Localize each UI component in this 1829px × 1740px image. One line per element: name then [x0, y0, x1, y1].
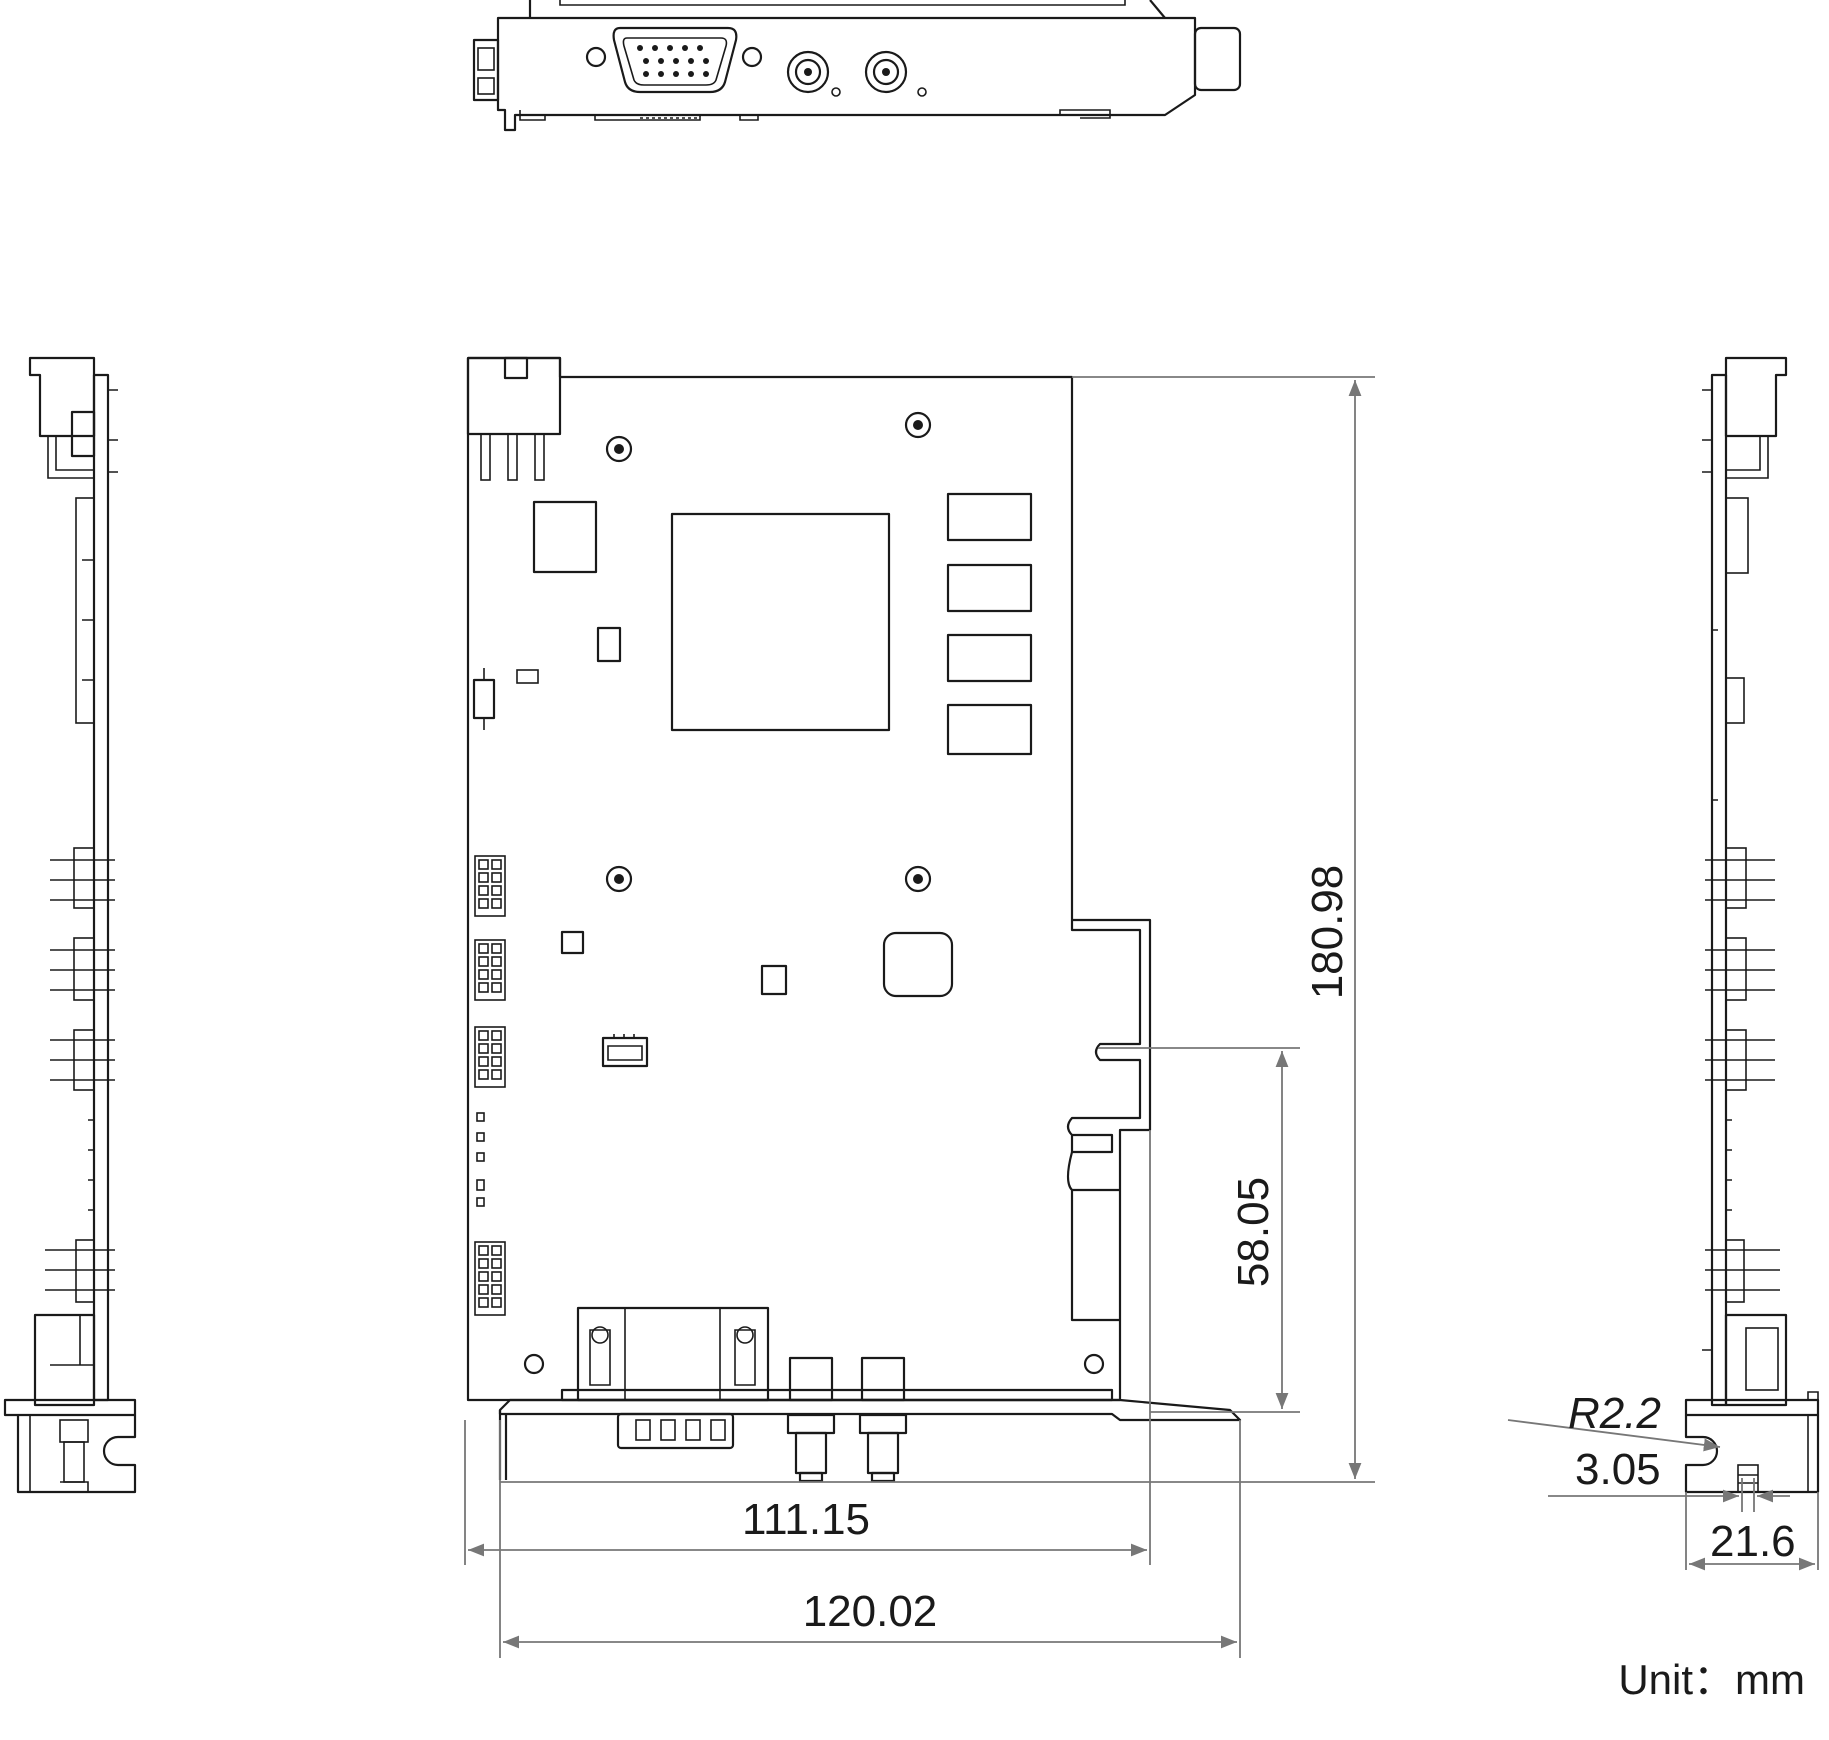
dim-height-total: 180.98: [1303, 865, 1352, 1000]
dim-notch-depth: 3.05: [1575, 1445, 1661, 1494]
dim-notch-radius: R2.2: [1568, 1389, 1661, 1438]
unit-label: Unit：mm: [1618, 1656, 1805, 1703]
right-side-view: [1684, 356, 1820, 1494]
left-side-view: [3, 356, 137, 1494]
top-view: [472, 0, 1242, 132]
dim-bracket-depth: 21.6: [1710, 1517, 1796, 1566]
dim-pcb-width: 111.15: [742, 1495, 870, 1544]
front-view: [466, 356, 1242, 1483]
dim-slot-offset: 58.05: [1229, 1177, 1278, 1287]
dim-bracket-width: 120.02: [803, 1587, 938, 1636]
dimensions: 180.98 58.05 111.15 120.02 R2.2 3.05 21.…: [464, 376, 1819, 1658]
